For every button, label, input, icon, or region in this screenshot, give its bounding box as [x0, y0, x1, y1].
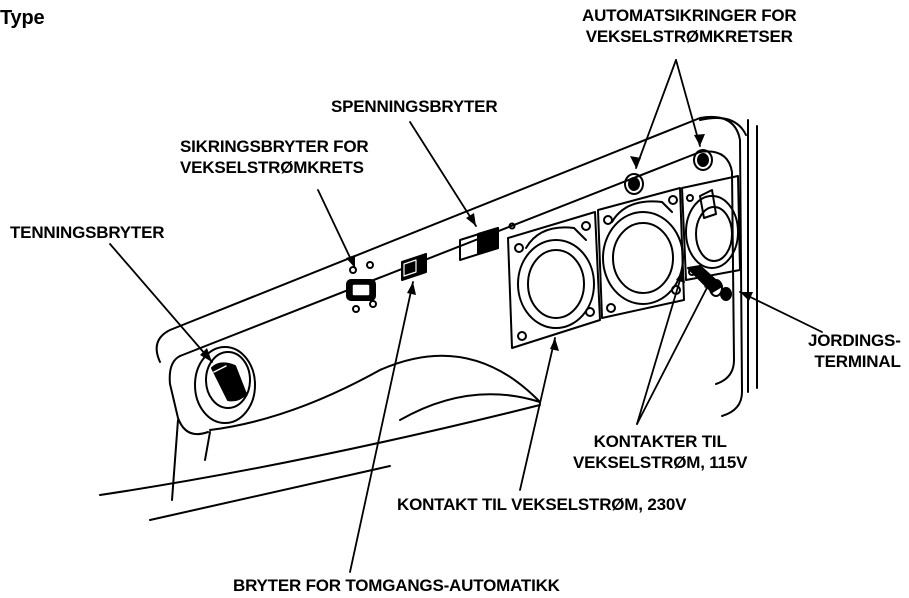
idle-switch-rocker	[401, 253, 427, 281]
idle-switch-label: BRYTER FOR TOMGANGS-AUTOMATIKK	[233, 576, 560, 595]
ac-circuit-breaker-label-line2: VEKSELSTRØMKRETS	[180, 158, 364, 177]
ac-circuit-breaker-label: SIKRINGSBRYTER FOR VEKSELSTRØMKRETS	[180, 136, 369, 178]
ac-receptacles-115v-label-line2: VEKSELSTRØM, 115V	[573, 453, 748, 472]
panel-body	[99, 116, 758, 521]
voltage-switch-label: SPENNINGSBRYTER	[331, 97, 498, 116]
automatic-breakers-label: AUTOMATSIKRINGER FOR VEKSELSTRØMKRETSER	[582, 5, 797, 47]
leader-arrowheads	[200, 134, 753, 362]
type-heading-fragment: Type	[0, 7, 45, 29]
ac-receptacles-115v-label-line1: KONTAKTER TIL	[593, 432, 727, 451]
receptacle-115v-b	[681, 175, 741, 281]
ac-circuit-breaker-label-line1: SIKRINGSBRYTER FOR	[180, 137, 369, 156]
ground-terminal-label: JORDINGS- TERMINAL	[808, 330, 901, 372]
automatic-breakers-label-line2: VEKSELSTRØMKRETSER	[585, 27, 793, 46]
ground-terminal-label-line1: JORDINGS-	[808, 331, 901, 350]
leader-lines	[109, 59, 823, 573]
ac-receptacle-230v-label: KONTAKT TIL VEKSELSTRØM, 230V	[397, 495, 687, 514]
receptacle-230v	[507, 211, 601, 349]
ground-terminal-label-line2: TERMINAL	[814, 352, 901, 371]
automatic-breaker-buttons	[624, 149, 713, 195]
voltage-switch-rocker	[459, 222, 516, 261]
ignition-switch-knob	[194, 346, 256, 424]
ignition-switch-label: TENNINGSBRYTER	[10, 223, 165, 242]
automatic-breakers-label-line1: AUTOMATSIKRINGER FOR	[582, 6, 797, 25]
ac-receptacles-115v-label: KONTAKTER TIL VEKSELSTRØM, 115V	[573, 431, 747, 473]
receptacle-115v-a	[597, 187, 685, 319]
ac-circuit-breaker-toggle	[346, 261, 377, 313]
